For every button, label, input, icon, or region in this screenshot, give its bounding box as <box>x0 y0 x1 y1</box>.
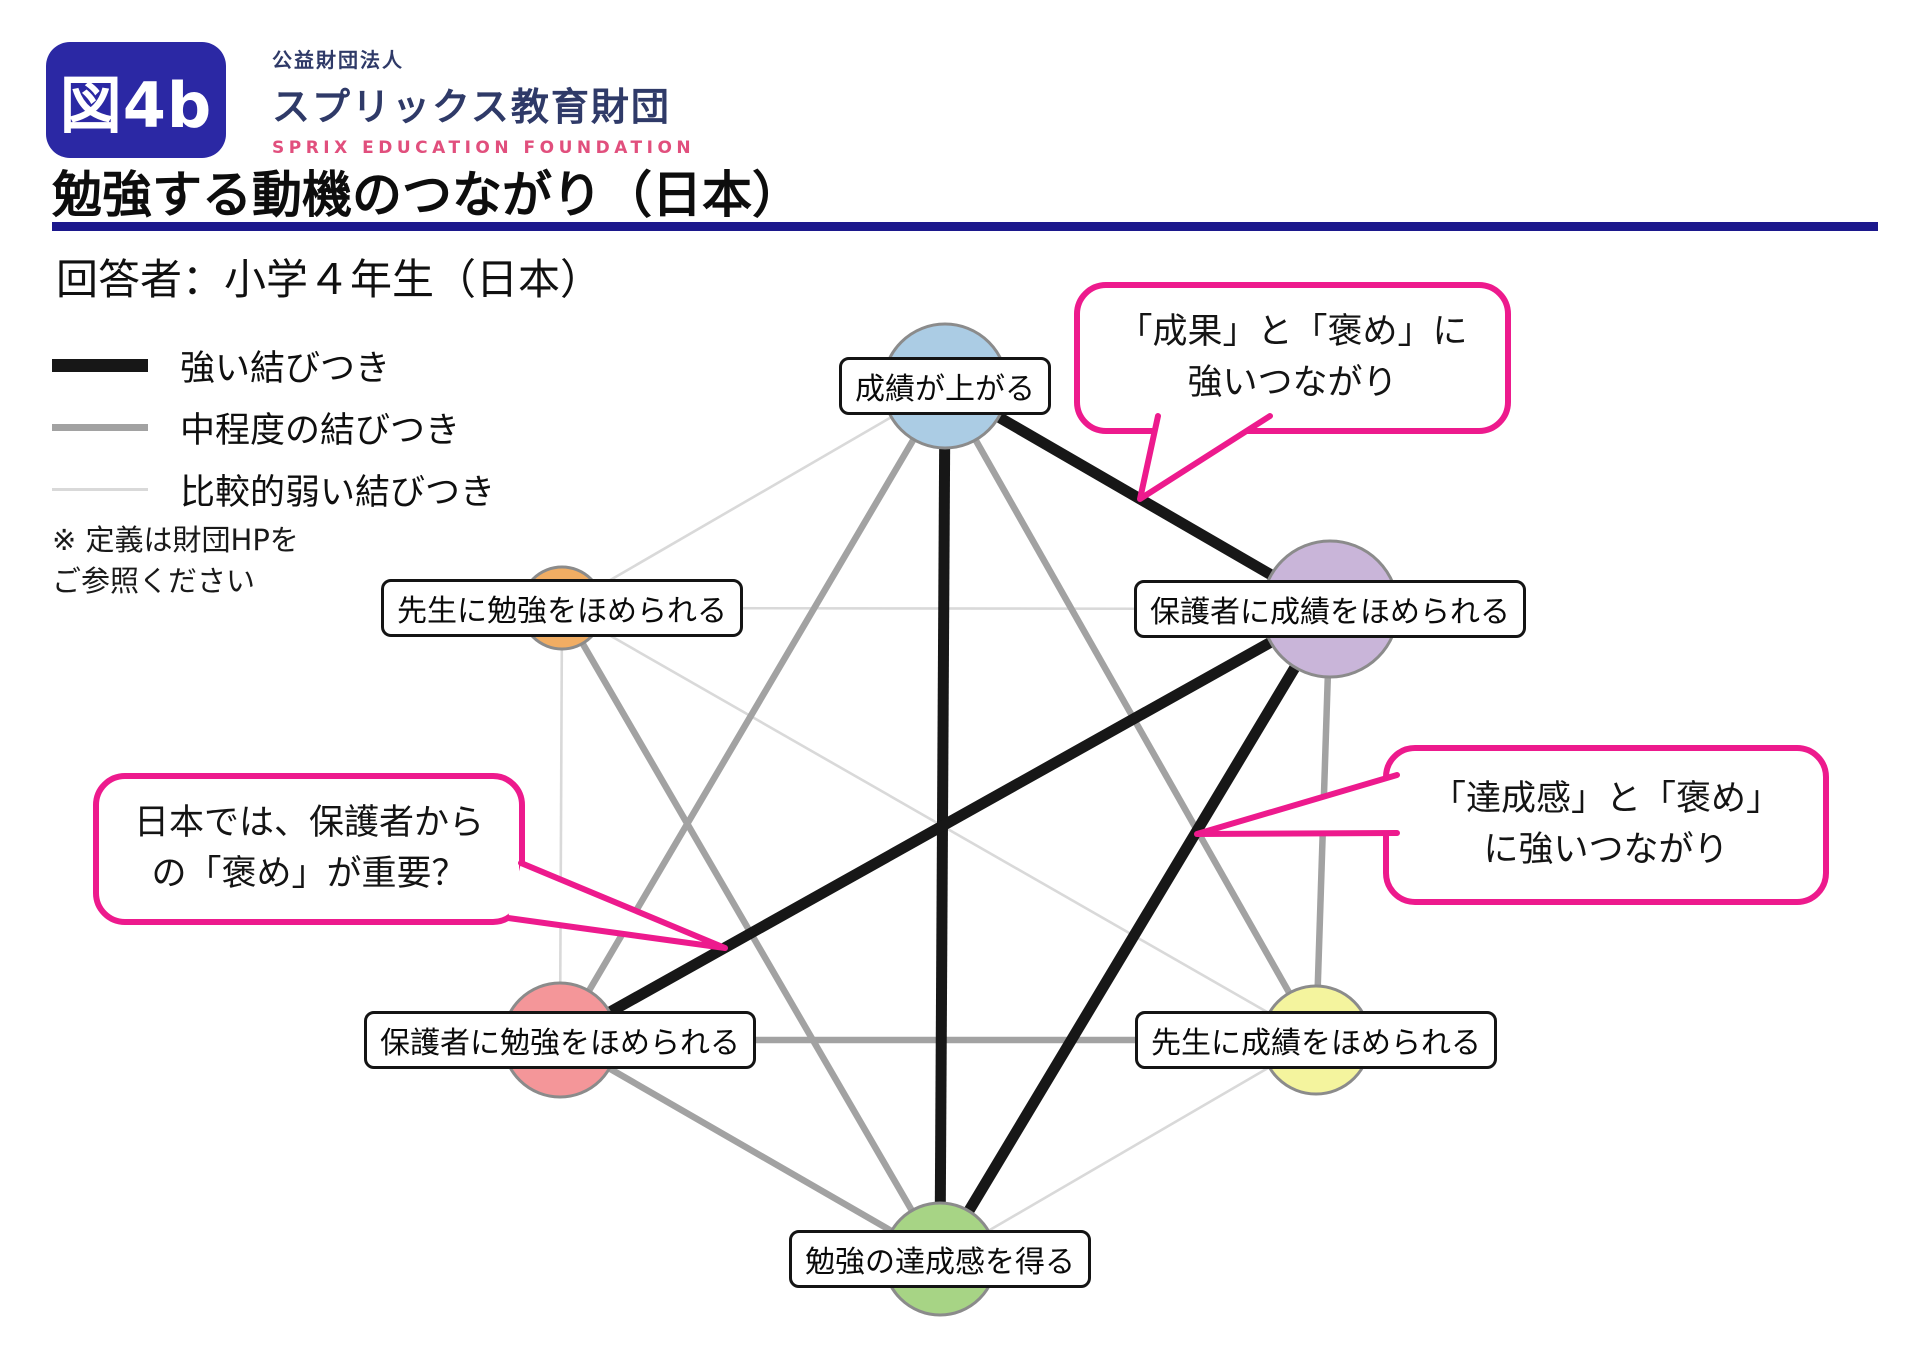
callout-text: 「達成感」と「褒め」 に強いつながり <box>1431 774 1781 876</box>
title-underline <box>52 222 1878 231</box>
node-label-hogosha-benkyo: 保護者に勉強をほめられる <box>364 1011 756 1069</box>
callout-line: 強いつながり <box>1187 363 1398 403</box>
edge-sensei-benkyo-hogosha-benkyo <box>558 607 564 1041</box>
edge-sensei-seiseki-tassei <box>939 1038 1317 1261</box>
callout-text: 「成果」と「褒め」に 強いつながり <box>1117 307 1467 409</box>
strong-line-swatch <box>52 358 148 372</box>
figure-badge: 図4b <box>46 42 226 158</box>
org-name: スプリックス教育財団 <box>272 85 671 129</box>
legend-note-line1: ※ 定義は財団HPを <box>52 523 299 557</box>
callout-hogosha-home: 日本では、保護者から の「褒め」が重要？ <box>93 773 728 951</box>
respondent-subtitle: 回答者：小学４年生（日本） <box>56 255 603 304</box>
node-label-hogosha-seiseki: 保護者に成績をほめられる <box>1134 580 1526 638</box>
page-title: 勉強する動機のつながり（日本） <box>52 166 802 224</box>
callout-text: 日本では、保護者から の「褒め」が重要？ <box>134 798 484 900</box>
node-label-sensei-benkyo: 先生に勉強をほめられる <box>381 579 743 637</box>
edge-seiseki-up-sensei-benkyo <box>561 384 946 610</box>
legend-label-weak: 比較的弱い結びつき <box>180 472 496 513</box>
callout-line: の「褒め」が重要？ <box>151 854 467 894</box>
node-label-sensei-seiseki: 先生に成績をほめられる <box>1135 1011 1497 1069</box>
legend-item-medium: 中程度の結びつき <box>52 405 460 451</box>
legend-note-line2: ご参照ください <box>52 564 256 599</box>
edge-hogosha-benkyo-tassei <box>558 1037 942 1262</box>
node-label-seiseki-up: 成績が上がる <box>839 357 1051 415</box>
callout-line: 「成果」と「褒め」に <box>1117 312 1468 353</box>
callout-tasseikan-home: 「達成感」と「褒め」 に強いつながり <box>1194 745 1829 905</box>
edge-hogosha-seiseki-hogosha-benkyo <box>557 604 1333 1045</box>
legend-item-weak: 比較的弱い結びつき <box>52 467 495 513</box>
callout-seika-home: 「成果」と「褒め」に 強いつながり <box>1074 282 1511 502</box>
callout-line: 「達成感」と「褒め」 <box>1430 779 1781 820</box>
weak-line-swatch <box>52 487 148 491</box>
medium-line-swatch <box>52 423 148 431</box>
legend-label-medium: 中程度の結びつき <box>180 410 461 451</box>
org-name-en: SPRIX EDUCATION FOUNDATION <box>272 138 696 158</box>
edge-seiseki-up-sensei-seiseki <box>942 384 1319 1042</box>
node-label-tassei: 勉強の達成感を得る <box>789 1230 1091 1288</box>
legend-item-strong: 強い結びつき <box>52 343 390 389</box>
callout-line: 日本では、保護者から <box>133 803 484 844</box>
org-logo: 公益財団法人 スプリックス教育財団 SPRIX EDUCATION FOUNDA… <box>272 44 695 158</box>
edge-hogosha-seiseki-tassei <box>935 606 1335 1262</box>
callout-line: に強いつながり <box>1483 830 1729 870</box>
legend-label-strong: 強い結びつき <box>180 348 391 389</box>
legend-note: ※ 定義は財団HPを ご参照ください <box>52 520 299 602</box>
org-type-label: 公益財団法人 <box>272 48 404 72</box>
